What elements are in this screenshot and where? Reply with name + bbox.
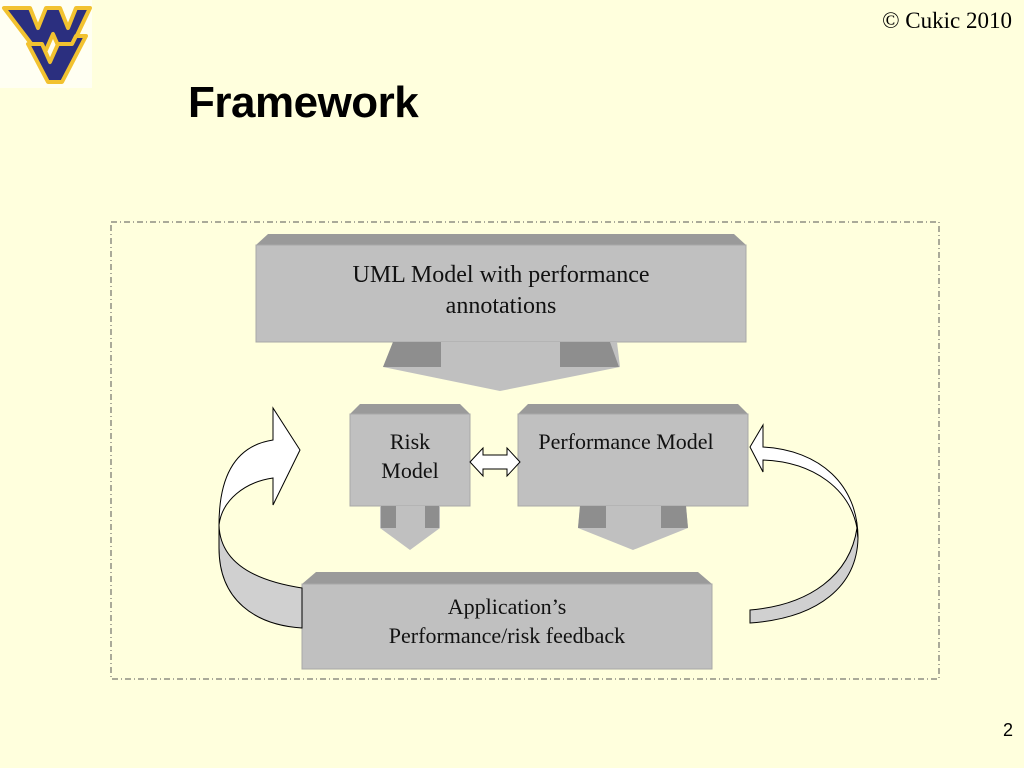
diagram-container-border (110, 221, 940, 680)
risk-label-line-2: Model (381, 457, 439, 483)
page-number: 2 (1002, 720, 1013, 740)
risk-label-line-1: Risk (389, 429, 431, 454)
uml-down-arrow (383, 342, 620, 391)
perf-label-line-1: Performance Model (538, 429, 714, 454)
curved-feedback-arrow-right (749, 423, 859, 624)
bidirectional-arrow-icon (469, 446, 521, 478)
slide-title: Framework (188, 78, 419, 127)
risk-model-box (349, 404, 471, 507)
curved-feedback-arrow-left (218, 406, 303, 629)
application-feedback-box (301, 572, 713, 670)
flying-wv-icon (2, 6, 92, 84)
uml-model-box (255, 234, 747, 343)
application-feedback-label: Application’s Performance/risk feedback (302, 593, 712, 650)
wvu-logo (0, 0, 92, 88)
uml-label-line-1: UML Model with performance (352, 262, 650, 288)
copyright-notice: © Cukic 2010 (882, 8, 1012, 33)
performance-down-arrow (578, 506, 688, 550)
performance-model-label: Performance Model (518, 428, 734, 457)
uml-label-line-2: annotations (445, 293, 557, 320)
app-label-line-1: Application’s (447, 594, 567, 619)
app-label-line-2: Performance/risk feedback (388, 622, 626, 648)
performance-model-box (517, 404, 749, 507)
risk-model-label: Risk Model (350, 428, 470, 485)
uml-model-label: UML Model with performance annotations (256, 260, 746, 322)
risk-down-arrow (380, 506, 440, 550)
